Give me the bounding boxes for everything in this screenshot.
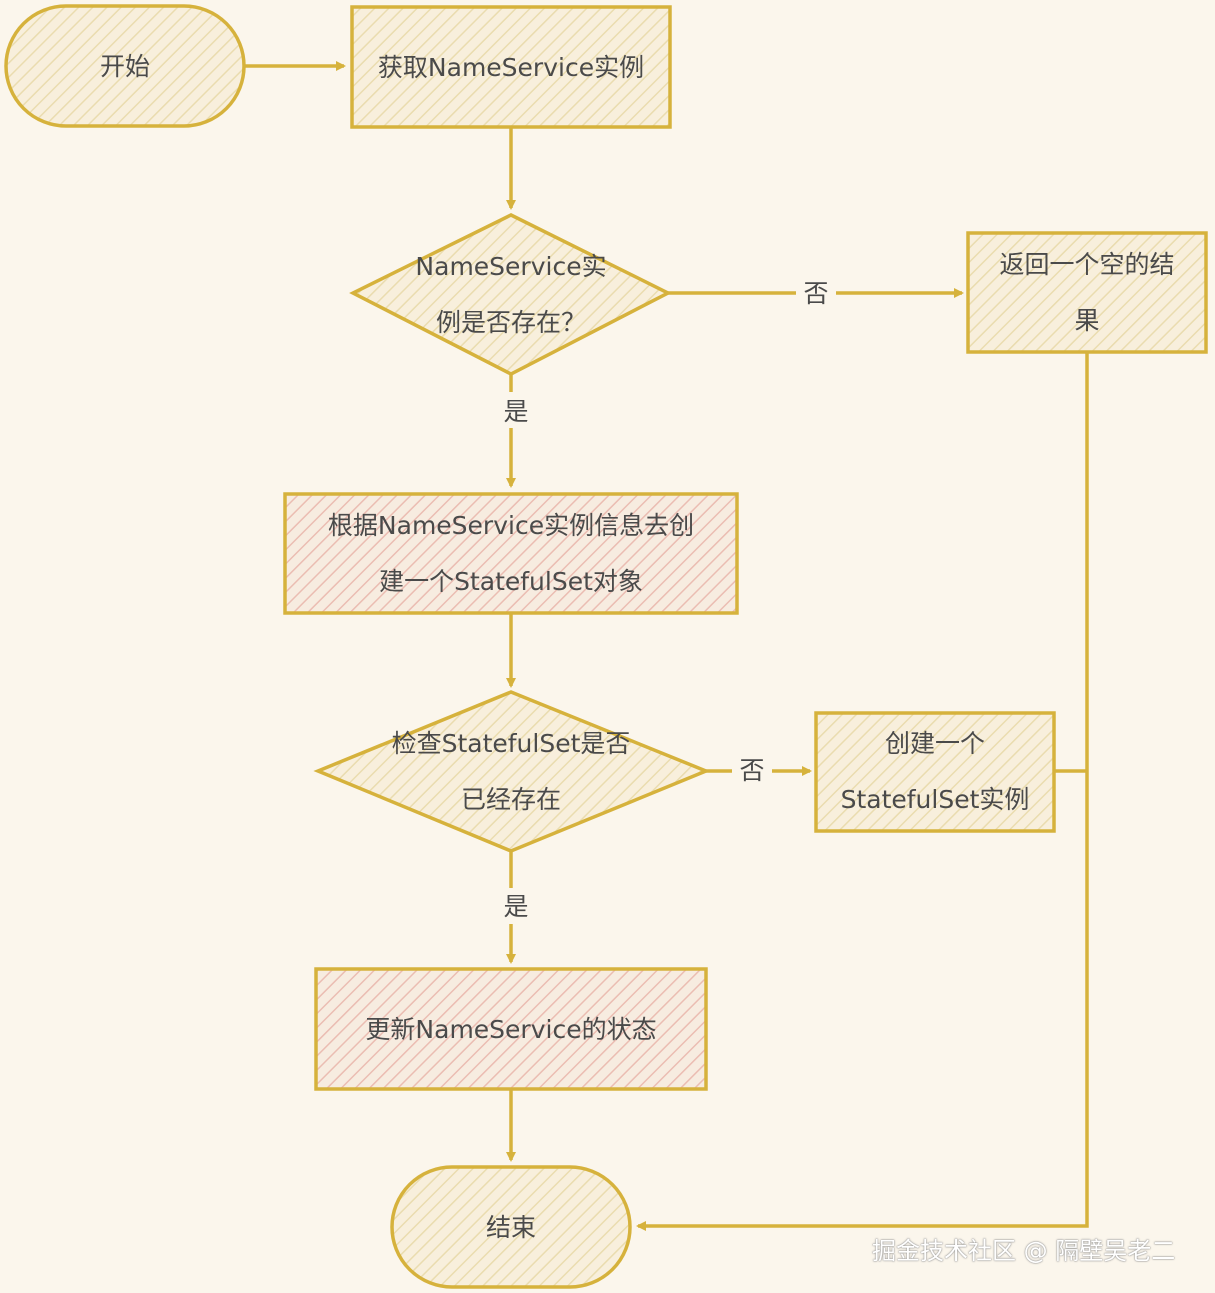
node-get-instance-text: 获取NameService实例 [378,53,644,82]
node-text-line: StatefulSet实例 [841,785,1030,814]
node-return-empty: 返回一个空的结果 [966,231,1208,354]
node-end-text: 结束 [486,1213,536,1242]
node-exists-check-text: NameService实例是否存在？ [415,252,606,337]
node-text-line: 更新NameService的状态 [365,1015,656,1044]
edge-label-exists-no: 否 [803,279,828,308]
edge-label-statefulset-no: 否 [739,756,764,785]
node-text-line: 根据NameService实例信息去创 [328,511,694,540]
node-create-object-text: 根据NameService实例信息去创建一个StatefulSet对象 [328,511,694,596]
node-statefulset-check-text: 检查StatefulSet是否已经存在 [392,729,631,814]
node-text-line: 果 [1074,306,1099,335]
node-create-statefulset-text: 创建一个 StatefulSet实例 [841,729,1030,814]
node-text-line: 建一个StatefulSet对象 [379,567,643,596]
node-statefulset-check: 检查StatefulSet是否已经存在 [313,690,711,853]
edge-return-to-end [636,352,1089,1231]
node-text-line: 结束 [486,1213,536,1242]
node-start-text: 开始 [100,52,150,81]
node-get-instance: 获取NameService实例 [350,5,672,129]
edge-label-statefulset-yes: 是 [503,892,528,921]
edge-label-exists-yes: 是 [503,397,528,426]
node-text-line: 创建一个 [885,729,985,758]
node-create-statefulset: 创建一个 StatefulSet实例 [814,711,1056,833]
node-text-line: 已经存在 [461,785,561,814]
node-text-line: NameService实 [415,252,606,281]
node-exists-check: NameService实例是否存在？ [349,213,672,376]
node-return-empty-text: 返回一个空的结果 [999,250,1174,335]
watermark: 掘金技术社区 @ 隔壁吴老二 [872,1237,1176,1265]
node-text-line: 获取NameService实例 [378,53,644,82]
node-update-status-text: 更新NameService的状态 [365,1015,656,1044]
node-text-line: 检查StatefulSet是否 [392,729,631,758]
node-create-object: 根据NameService实例信息去创建一个StatefulSet对象 [283,492,739,615]
node-end: 结束 [390,1165,632,1289]
node-start: 开始 [4,4,246,128]
node-text-line: 返回一个空的结 [999,250,1174,279]
node-text-line: 开始 [100,52,150,81]
node-update-status: 更新NameService的状态 [314,967,708,1091]
node-text-line: 例是否存在？ [436,308,586,337]
